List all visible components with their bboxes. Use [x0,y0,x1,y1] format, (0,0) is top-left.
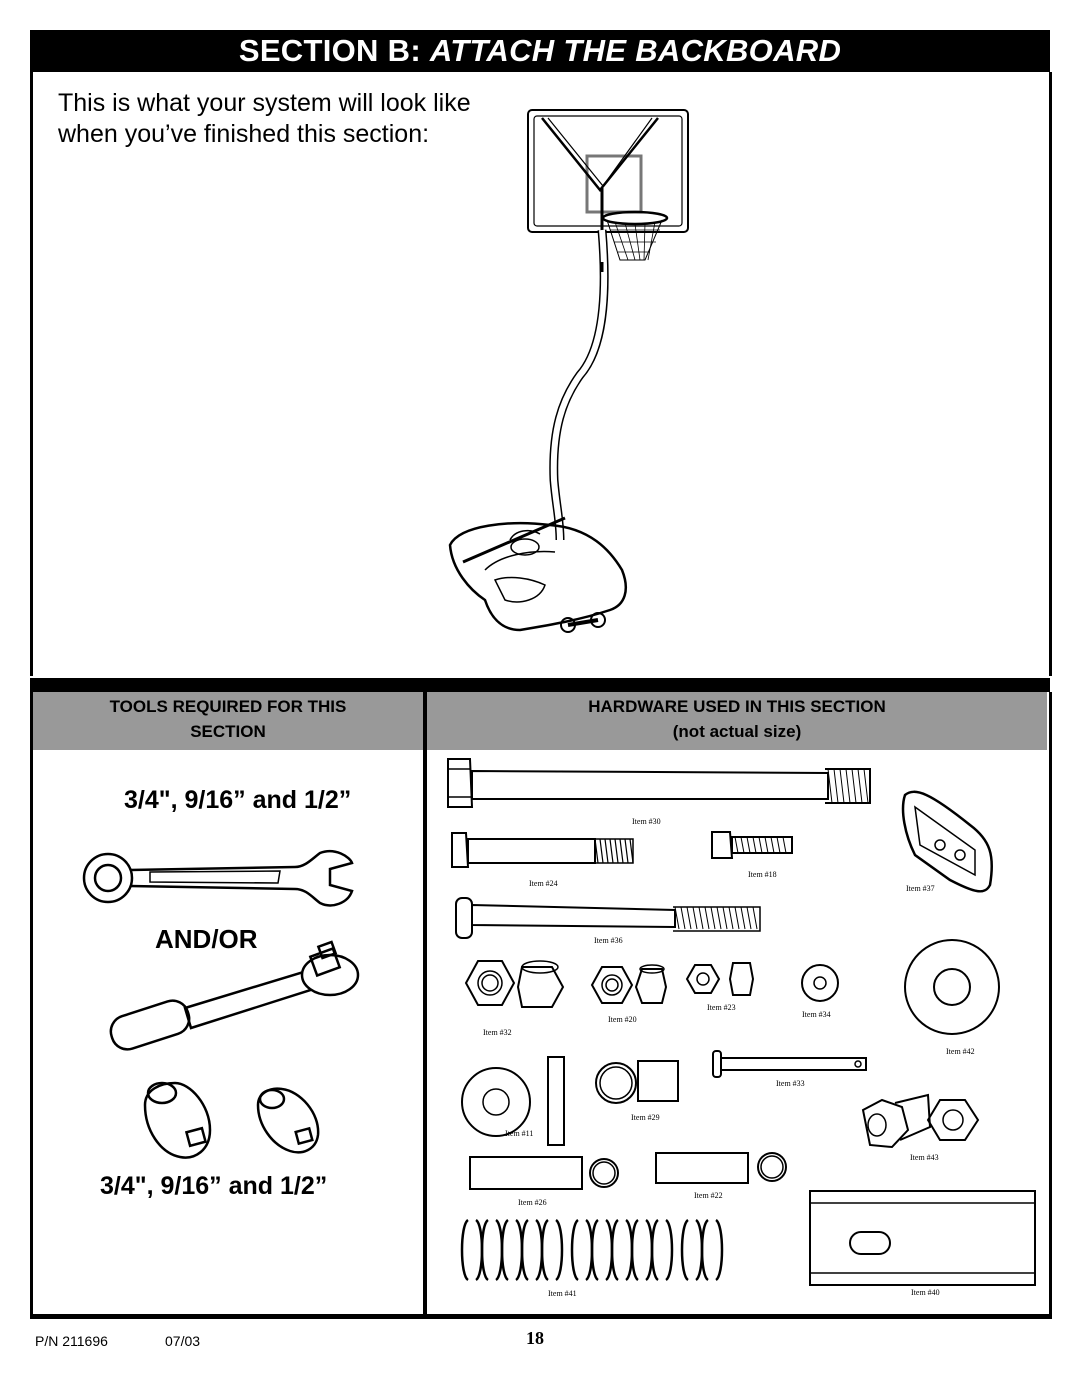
backboard-outline [527,109,689,233]
hardware-illustrations [447,758,1036,1286]
label-item-34: Item #34 [802,1010,831,1019]
label-item-37: Item #37 [906,884,935,893]
item-18-bolt [711,831,793,859]
requirements-panel [30,692,1052,1319]
label-item-26: Item #26 [518,1198,547,1207]
section-title-italic: ATTACH THE BACKBOARD [429,33,842,68]
hardware-header: HARDWARE USED IN THIS SECTION (not actua… [427,692,1047,750]
item-22-tube [655,1152,787,1184]
label-item-43: Item #43 [910,1153,939,1162]
tools-header: TOOLS REQUIRED FOR THIS SECTION [33,692,423,750]
section-divider [30,678,1050,692]
section-title-prefix: SECTION B: [238,33,430,68]
revision-date: 07/03 [165,1333,201,1349]
hardware-header-line-1: HARDWARE USED IN THIS SECTION [588,697,886,716]
label-item-41: Item #41 [548,1289,577,1298]
label-item-18: Item #18 [748,870,777,879]
hardware-header-line-2: (not actual size) [672,722,802,741]
label-item-42: Item #42 [946,1047,975,1056]
basketball-system-illustration [448,109,689,633]
label-item-24: Item #24 [529,879,558,888]
intro-line-1: This is what your system will look like [58,89,471,117]
wrench-sizes-label: 3/4", 9/16” and 1/2” [124,786,352,814]
preview-panel [30,72,1052,676]
item-36-lbolt [455,897,761,939]
item-33-pin [712,1050,867,1078]
item-42-washer [904,939,1000,1035]
part-number: P/N 211696 [35,1333,108,1349]
column-divider [423,692,427,1314]
item-24-bolt [451,832,634,868]
and-or-label: AND/OR [155,924,258,954]
combination-wrench-icon [82,849,354,907]
socket-sizes-label: 3/4", 9/16” and 1/2” [100,1172,328,1200]
tools-header-line-1: TOOLS REQUIRED FOR THIS [109,697,347,716]
label-item-29: Item #29 [631,1113,660,1122]
intro-text: This is what your system will look like … [58,88,528,150]
item-11-washer [461,1056,565,1146]
intro-line-2: when you’ve finished this section: [58,120,430,148]
item-32-nuts [464,960,565,1008]
base [448,521,627,632]
ratchet-wrench-icon [109,940,360,1051]
label-item-20: Item #20 [608,1015,637,1024]
label-item-11: Item #11 [505,1129,534,1138]
item-29-bushing [595,1060,679,1104]
label-item-23: Item #23 [707,1003,736,1012]
label-item-30: Item #30 [632,817,661,826]
item-20-nuts [590,964,668,1004]
item-40-channel [809,1190,1036,1286]
page-number: 18 [526,1328,544,1348]
item-26-tube [469,1156,619,1190]
socket-icons [143,1081,320,1159]
tools-header-line-2: SECTION [190,722,266,741]
item-34-washer [801,964,839,1002]
label-item-22: Item #22 [694,1191,723,1200]
item-41-springs [460,1218,724,1282]
label-item-36: Item #36 [594,936,623,945]
rim [601,210,669,226]
backboard-target-square [585,154,643,214]
label-item-32: Item #32 [483,1028,512,1037]
small-socket-icon [256,1087,320,1154]
label-item-40: Item #40 [911,1288,940,1297]
section-title: SECTION B: ATTACH THE BACKBOARD [30,30,1050,72]
item-37-bracket [901,790,994,893]
item-43-nuts [861,1093,980,1149]
large-socket-icon [143,1081,212,1159]
item-30-bolt [447,758,871,808]
label-item-33: Item #33 [776,1079,805,1088]
item-23-nuts [685,962,755,996]
